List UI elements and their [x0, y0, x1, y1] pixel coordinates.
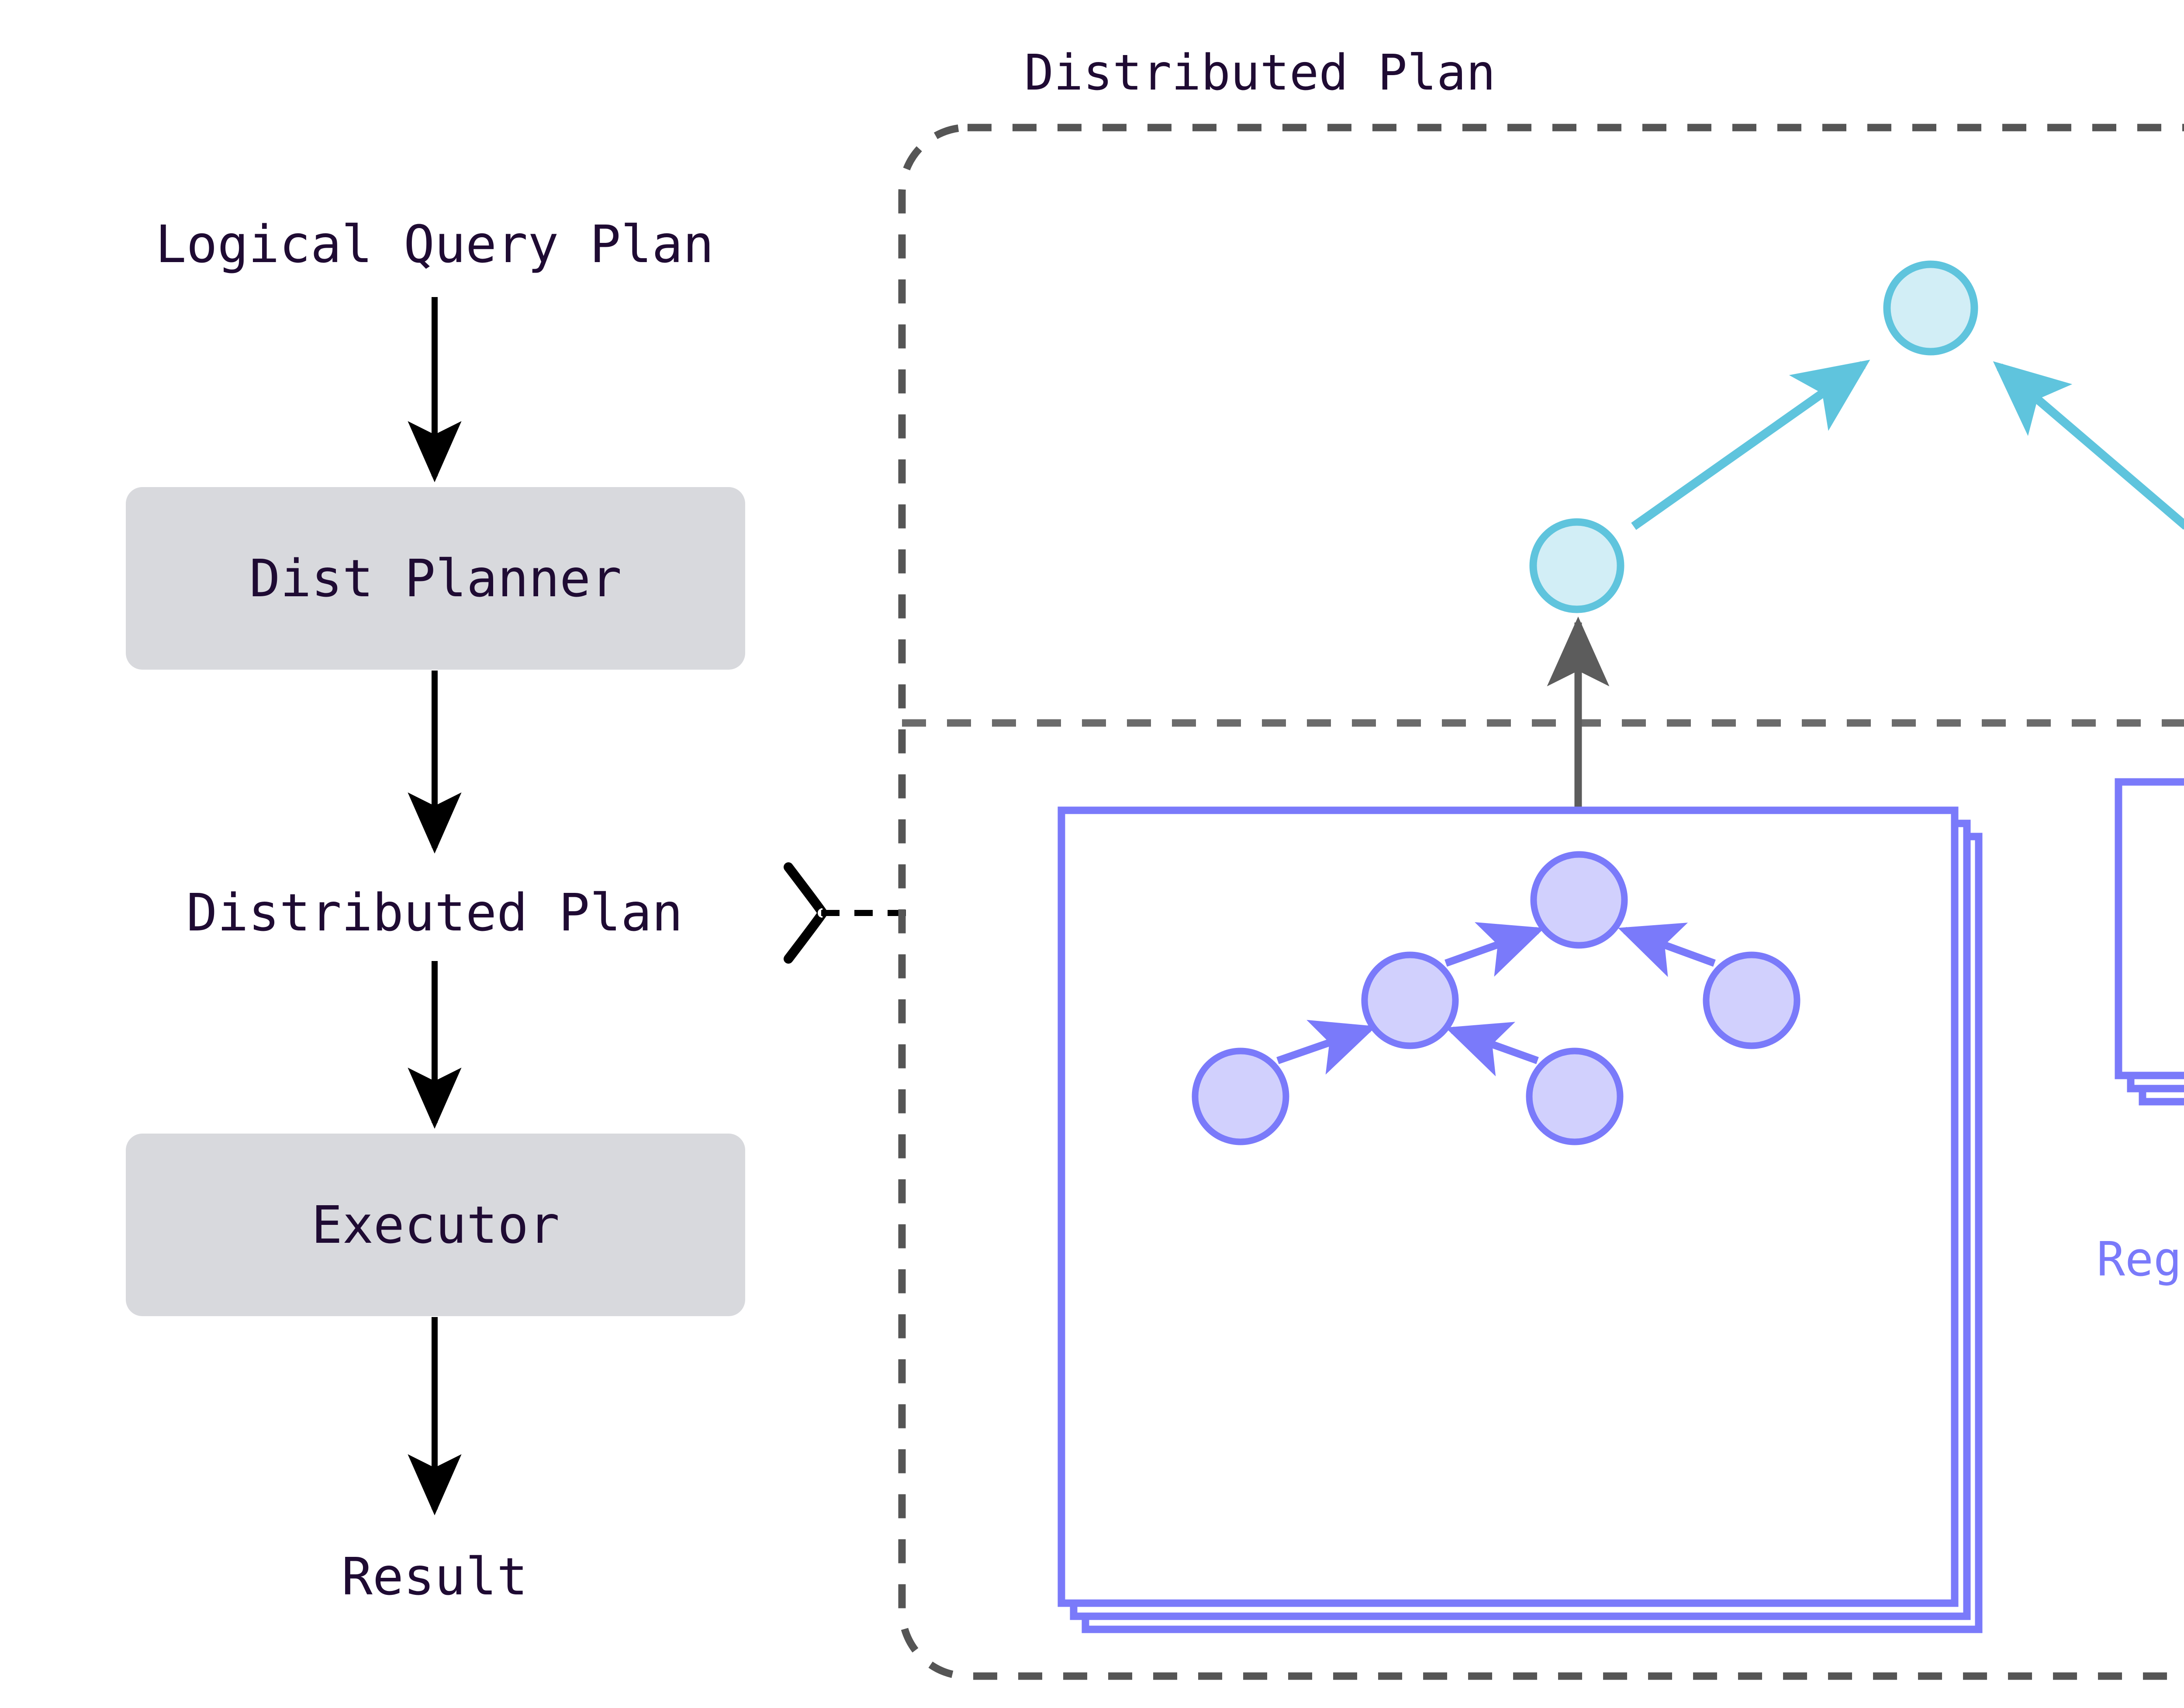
datanode-edge-midl-to-root — [1444, 922, 1545, 977]
datanode-node-root[interactable] — [1530, 851, 1628, 949]
region-box-right-front[interactable] — [2115, 778, 2184, 1079]
brace-icon — [784, 862, 828, 964]
datanode-node-mid-right[interactable] — [1703, 951, 1800, 1049]
distributed-plan-container — [898, 124, 2184, 1680]
region-stack-right — [2115, 778, 2184, 1106]
dist-planner-label: Dist Planner — [249, 548, 622, 609]
frontend-node-left[interactable] — [1529, 518, 1624, 613]
frontend-node-root[interactable] — [1883, 260, 1978, 356]
distributed-plan-container-caption: Distributed Plan — [1024, 45, 1496, 101]
logical-query-plan-label: Logical Query Plan — [156, 214, 714, 274]
datanode-edge-leafl-to-midl — [1276, 1020, 1377, 1075]
region-box-left-front[interactable] — [1057, 806, 1959, 1607]
frontend-edge-right-to-root — [1993, 361, 2184, 530]
datanode-node-leaf-right[interactable] — [1526, 1048, 1624, 1145]
result-label: Result — [342, 1546, 528, 1607]
frontend-edge-left-to-root — [1631, 360, 1870, 530]
pipeline-column: Logical Query Plan Dist Planner Distribu… — [126, 214, 906, 1607]
datanode-node-mid-left[interactable] — [1361, 951, 1459, 1049]
regions-label: Regions — [2097, 1232, 2184, 1287]
executor-label: Executor — [311, 1195, 560, 1255]
distributed-plan-label: Distributed Plan — [187, 882, 683, 943]
region-stack-left — [1057, 806, 1983, 1633]
datanode-edge-leafr-to-midl — [1445, 1022, 1539, 1077]
dist-planner-box[interactable] — [126, 487, 745, 670]
frontend-stage-group — [1529, 260, 2184, 613]
datanode-node-leaf-left[interactable] — [1192, 1048, 1289, 1145]
executor-box[interactable] — [126, 1134, 745, 1316]
datanode-edge-midr-to-root — [1618, 923, 1716, 977]
